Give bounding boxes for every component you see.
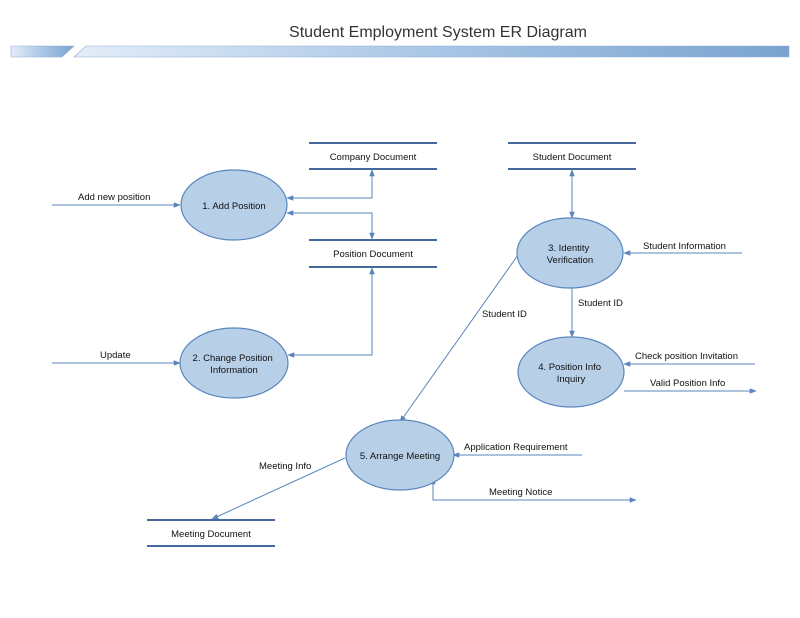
svg-text:5. Arrange Meeting: 5. Arrange Meeting <box>360 451 440 462</box>
label-student-information: Student Information <box>643 241 726 252</box>
process-position-info-inquiry[interactable]: 4. Position Info Inquiry <box>517 336 625 408</box>
label-add-new-position: Add new position <box>78 192 150 203</box>
store-position-document[interactable]: Position Document <box>309 239 437 268</box>
label-valid-position-info: Valid Position Info <box>650 378 725 389</box>
process-identity-verification-label-1: 3. Identity <box>548 243 589 254</box>
label-meeting-info: Meeting Info <box>259 461 311 472</box>
process-add-position-label: 1. Add Position <box>202 201 265 212</box>
svg-text:2. Change Position Infor: 2. Change Position Information <box>193 353 276 376</box>
process-arrange-meeting-label: 5. Arrange Meeting <box>360 451 440 462</box>
diagram-title: Student Employment System ER Diagram <box>289 24 587 41</box>
process-identity-verification[interactable]: 3. Identity Verification <box>516 217 624 289</box>
store-student-document-label: Student Document <box>533 152 612 163</box>
label-student-id-down: Student ID <box>578 298 623 309</box>
flows <box>52 169 757 520</box>
process-change-position-information[interactable]: 2. Change Position Information <box>179 327 289 399</box>
process-identity-verification-label-2: Verification <box>547 255 593 266</box>
label-application-requirement: Application Requirement <box>464 442 568 453</box>
label-update: Update <box>100 350 131 361</box>
flow-p1-position <box>286 210 375 240</box>
process-add-position[interactable]: 1. Add Position <box>180 169 288 241</box>
svg-text:4. Position Info Inquiry: 4. Position Info Inquiry <box>538 362 604 385</box>
flow-meeting-notice <box>430 477 637 503</box>
flow-p5-meeting-doc <box>211 457 346 520</box>
store-company-document[interactable]: Company Document <box>309 142 437 170</box>
svg-text:3. Identity Verification: 3. Identity Verification <box>547 243 593 266</box>
label-student-id-diagonal: Student ID <box>482 309 527 320</box>
process-position-info-inquiry-label-1: 4. Position Info <box>538 362 601 373</box>
store-position-document-label: Position Document <box>333 249 413 260</box>
store-meeting-document-label: Meeting Document <box>171 529 251 540</box>
svg-text:1. Add Position: 1. Add Position <box>202 201 265 212</box>
process-position-info-inquiry-label-2: Inquiry <box>557 374 586 385</box>
flow-p1-company <box>286 169 375 201</box>
process-change-position-label-2: Information <box>210 365 258 376</box>
process-arrange-meeting[interactable]: 5. Arrange Meeting <box>345 419 455 491</box>
title-banner <box>10 45 790 58</box>
label-check-position-invitation: Check position Invitation <box>635 351 738 362</box>
flow-p3-p5 <box>399 254 519 423</box>
process-change-position-label-1: 2. Change Position <box>193 353 273 364</box>
store-meeting-document[interactable]: Meeting Document <box>147 519 275 547</box>
label-meeting-notice: Meeting Notice <box>489 487 552 498</box>
store-company-document-label: Company Document <box>330 152 417 163</box>
store-student-document[interactable]: Student Document <box>508 142 636 170</box>
flow-p2-position <box>287 267 375 358</box>
